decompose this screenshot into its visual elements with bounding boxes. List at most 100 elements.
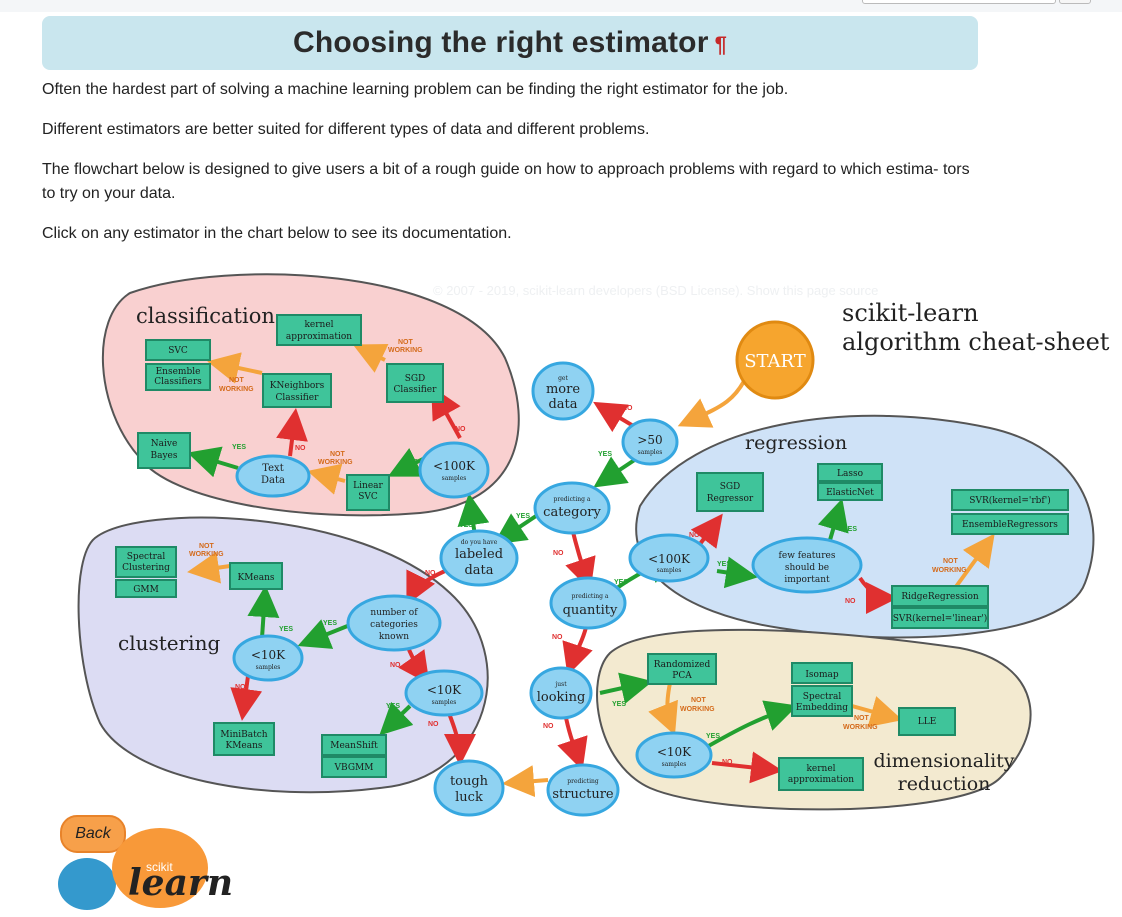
region-title-classification: classification — [136, 304, 275, 328]
estimator-label: Classifiers — [154, 377, 202, 387]
decision-text-small: predicting — [567, 778, 599, 785]
edge-label: NO — [235, 684, 246, 691]
decision-text: quantity — [563, 603, 618, 618]
estimator-label: Naive — [151, 439, 178, 449]
decision-predicting-category — [533, 481, 611, 535]
back-button[interactable]: Back — [60, 815, 126, 853]
estimator-sgd-regressor[interactable] — [696, 472, 764, 512]
cheatsheet-title-2: algorithm cheat-sheet — [842, 328, 1110, 356]
edge-label-not-working: NOT — [943, 558, 959, 565]
logo-orange-shape — [112, 828, 208, 908]
decision-text: <100K — [433, 459, 476, 473]
search-button[interactable] — [1059, 0, 1091, 4]
page-title-bar: Choosing the right estimator¶ — [42, 16, 978, 70]
arrow-reg100k-yes — [716, 556, 758, 589]
arrow-spectral-lle — [851, 696, 903, 727]
estimator-svr-rbf[interactable] — [951, 489, 1069, 511]
estimator-svr-linear[interactable] — [891, 607, 989, 629]
estimator-label: approximation — [788, 775, 854, 785]
edge-label: NO — [689, 532, 700, 539]
edge-label: NO — [425, 570, 436, 577]
intro-paragraph-1: Often the hardest part of solving a mach… — [42, 81, 789, 98]
estimator-label: kernel — [304, 320, 333, 330]
estimator-label: approximation — [286, 332, 352, 342]
estimator-lle[interactable] — [898, 707, 956, 736]
estimator-lasso[interactable] — [817, 463, 883, 482]
estimator-ridge-regression[interactable] — [891, 585, 989, 607]
arrow-clu10k-yes — [247, 585, 280, 639]
estimator-label: Regressor — [707, 494, 754, 504]
estimator-ensemble-classifiers[interactable] — [145, 363, 211, 391]
decision-text: >50 — [637, 433, 662, 447]
estimator-label: KNeighbors — [270, 381, 325, 391]
decision-text-small: samples — [256, 664, 281, 671]
heading-anchor-link[interactable]: ¶ — [714, 32, 728, 57]
edge-label-not-working: NOT — [229, 377, 245, 384]
decision-text: number of — [370, 608, 418, 618]
edge-label-not-working: WORKING — [680, 706, 715, 713]
decision-text: data — [548, 397, 577, 412]
decision-text: data — [464, 563, 493, 578]
estimator-spectral-clustering[interactable] — [115, 546, 177, 578]
estimator-label: KMeans — [237, 573, 274, 583]
estimator-randomized-pca[interactable] — [647, 653, 717, 685]
decision-text: Data — [261, 475, 285, 486]
decision-tough-luck — [433, 759, 505, 817]
edge-label-not-working: NOT — [854, 715, 870, 722]
edge-label: NO — [722, 759, 733, 766]
decision-text: category — [543, 505, 601, 520]
decision-predicting-structure — [546, 763, 620, 817]
edge-label: NO — [455, 426, 466, 433]
decision-text: more — [546, 382, 580, 397]
edge-label: NO — [553, 550, 564, 557]
estimator-spectral-embedding[interactable] — [791, 685, 853, 717]
estimator-kernel-approximation-cls[interactable] — [276, 314, 362, 346]
estimator-linear-svc[interactable] — [346, 474, 390, 511]
estimator-label: PCA — [672, 671, 692, 681]
estimator-kernel-approximation-dim[interactable] — [778, 757, 864, 791]
estimator-label: Spectral — [803, 692, 842, 702]
arrow-sgd-kernel — [352, 343, 389, 373]
estimator-minibatch-kmeans[interactable] — [213, 722, 275, 756]
estimator-gmm[interactable] — [115, 579, 177, 598]
arrow-dim10k-no — [711, 751, 783, 784]
edge-label: YES — [706, 733, 720, 740]
edge-label: YES — [459, 522, 473, 529]
estimator-kmeans[interactable] — [229, 562, 283, 590]
estimator-label: Bayes — [150, 451, 177, 461]
estimator-isomap[interactable] — [791, 662, 853, 684]
estimator-vbgmm[interactable] — [321, 756, 387, 778]
arrow-labeled-no — [406, 569, 446, 606]
decision-cls-100k — [418, 441, 490, 499]
estimator-svc[interactable] — [145, 339, 211, 361]
estimator-label: RidgeRegression — [901, 592, 979, 602]
estimator-label: LLE — [918, 717, 937, 727]
estimator-elasticnet[interactable] — [817, 482, 883, 501]
estimator-kneighbors-classifier[interactable] — [262, 373, 332, 408]
estimator-naive-bayes[interactable] — [137, 432, 191, 469]
estimator-label: KMeans — [225, 741, 262, 751]
edge-label-not-working: WORKING — [219, 386, 254, 393]
decision-text: categories — [370, 620, 418, 630]
estimator-sgd-classifier[interactable] — [386, 363, 444, 403]
logo-small-text: scikit — [146, 860, 173, 874]
search-input[interactable] — [862, 0, 1056, 4]
arrow-kmeans-spectral — [187, 551, 231, 584]
decision-few-features — [751, 536, 863, 594]
decision-text: structure — [552, 787, 614, 802]
estimator-label: SVC — [168, 346, 188, 356]
decision-text-small: samples — [638, 449, 663, 456]
decision-text: few features — [779, 551, 836, 561]
decision-text-small: get — [558, 375, 568, 382]
arrow-category-no — [565, 527, 596, 591]
decision-text: looking — [537, 690, 586, 705]
arrow-start — [677, 372, 750, 428]
decision-text-small: predicting a — [572, 593, 609, 600]
edge-label: YES — [843, 526, 857, 533]
top-navbar — [0, 0, 1122, 12]
decision-text-small: samples — [662, 761, 687, 768]
decision-text: known — [379, 632, 409, 642]
estimator-ensemble-regressors[interactable] — [951, 513, 1069, 535]
estimator-label: Classifier — [276, 393, 320, 403]
estimator-meanshift[interactable] — [321, 734, 387, 756]
